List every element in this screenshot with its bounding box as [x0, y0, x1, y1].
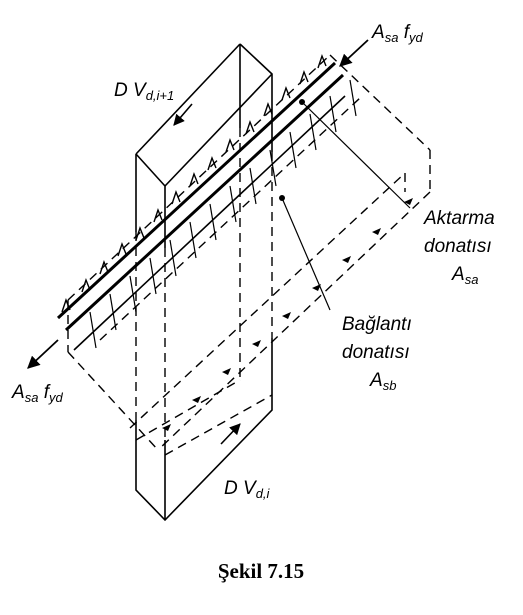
- transfer-rebar-label-line1: Aktarma: [423, 208, 495, 229]
- connection-bars: [89, 79, 357, 349]
- leader-connection-dot: [279, 195, 285, 201]
- shear-label-bottom: D Vd,i: [224, 478, 271, 501]
- leader-connection: [281, 197, 331, 311]
- shear-arrow-top: [173, 103, 193, 126]
- flow-arrows: [162, 198, 413, 431]
- figure-caption: Şekil 7.15: [218, 559, 304, 583]
- wall-hidden-lines: [135, 128, 273, 456]
- connection-rebar-label-line1: Bağlantı: [342, 314, 412, 335]
- hook-bars: [61, 53, 327, 313]
- shear-label-top: D Vd,i+1: [114, 80, 174, 103]
- force-label-top: Asa fyd: [371, 22, 423, 45]
- connection-rebar-label-line2: donatısı: [342, 342, 410, 363]
- force-arrow-bottom: [27, 339, 59, 369]
- leader-transfer: [301, 101, 411, 209]
- shear-arrow-bottom: [220, 423, 241, 445]
- transfer-rebar-symbol: Asa: [451, 264, 478, 287]
- joint-zone: [67, 54, 431, 451]
- transfer-rebar-label-line2: donatısı: [424, 236, 492, 257]
- force-label-bottom: Asa fyd: [11, 382, 63, 405]
- connection-rebar-symbol: Asb: [369, 370, 396, 393]
- force-arrow-top: [339, 39, 369, 67]
- vertical-wall: [135, 43, 273, 522]
- leader-transfer-dot: [299, 99, 305, 105]
- transfer-rebars: [56, 61, 346, 351]
